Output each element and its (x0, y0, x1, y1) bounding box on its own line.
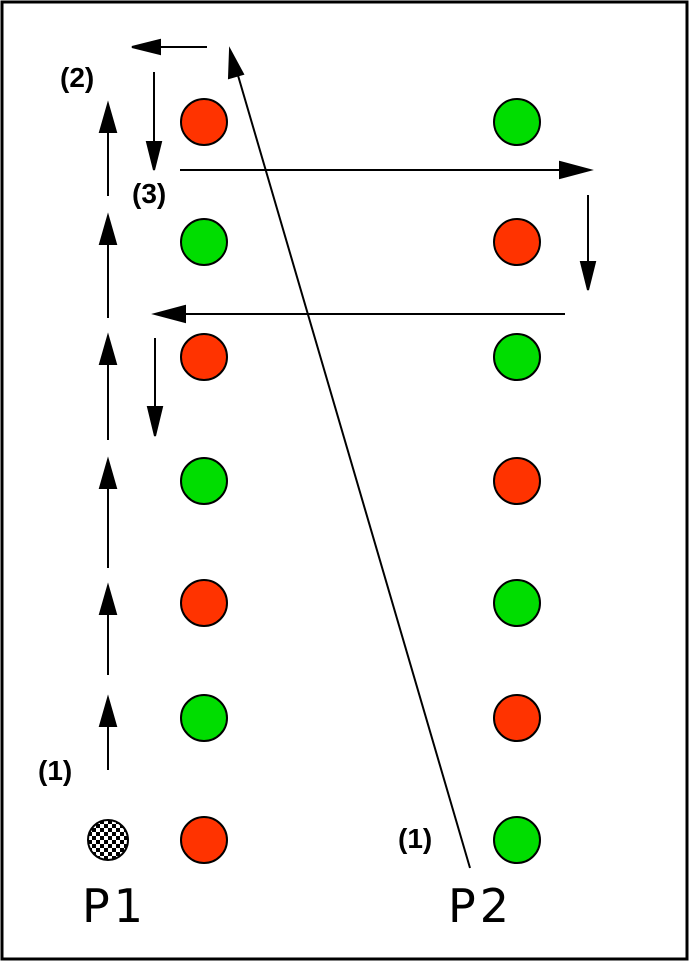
p2-step1-label: (1) (398, 823, 432, 854)
p1-dribble-path (98, 100, 118, 770)
player-2-label: P2 (448, 879, 513, 933)
p1-arrowhead (98, 332, 118, 365)
red-cone (180, 98, 228, 146)
p1-arrowhead (98, 456, 118, 489)
red-cone (180, 333, 228, 381)
diagonal-arrow (236, 71, 471, 869)
p1-step3-arrows (146, 160, 597, 437)
green-cone (493, 98, 541, 146)
p1-arrowhead (98, 212, 118, 245)
green-cone (493, 579, 541, 627)
p1-step2-label: (2) (60, 62, 94, 93)
p1-arrowhead (98, 100, 118, 133)
player-1-label: P1 (82, 879, 147, 933)
p1-step2-arrows (131, 38, 207, 171)
down-arrow-1-head (145, 141, 163, 171)
right-arrowhead (559, 160, 594, 180)
checkered-ball-icon (87, 819, 129, 861)
red-cone (180, 579, 228, 627)
green-cone (180, 694, 228, 742)
p1-arrowhead (98, 694, 118, 727)
green-cone (493, 333, 541, 381)
green-cone (180, 457, 228, 505)
p1-arrowhead (98, 582, 118, 615)
p2-pass-path (227, 46, 471, 869)
red-cone (493, 457, 541, 505)
green-cone (180, 218, 228, 266)
red-cone (493, 694, 541, 742)
p1-step1-label: (1) (38, 755, 72, 786)
red-cone (180, 816, 228, 864)
cone-column-right (493, 98, 541, 864)
down-arrow-right-head (579, 261, 597, 291)
red-cone (493, 218, 541, 266)
left-arrowhead (151, 304, 186, 324)
diagonal-arrowhead (227, 46, 245, 80)
top-left-arrowhead (131, 38, 161, 56)
cone-column-left (180, 98, 228, 864)
p1-step3-label: (3) (132, 178, 166, 209)
down-arrow-2-head (146, 406, 164, 437)
green-cone (493, 816, 541, 864)
